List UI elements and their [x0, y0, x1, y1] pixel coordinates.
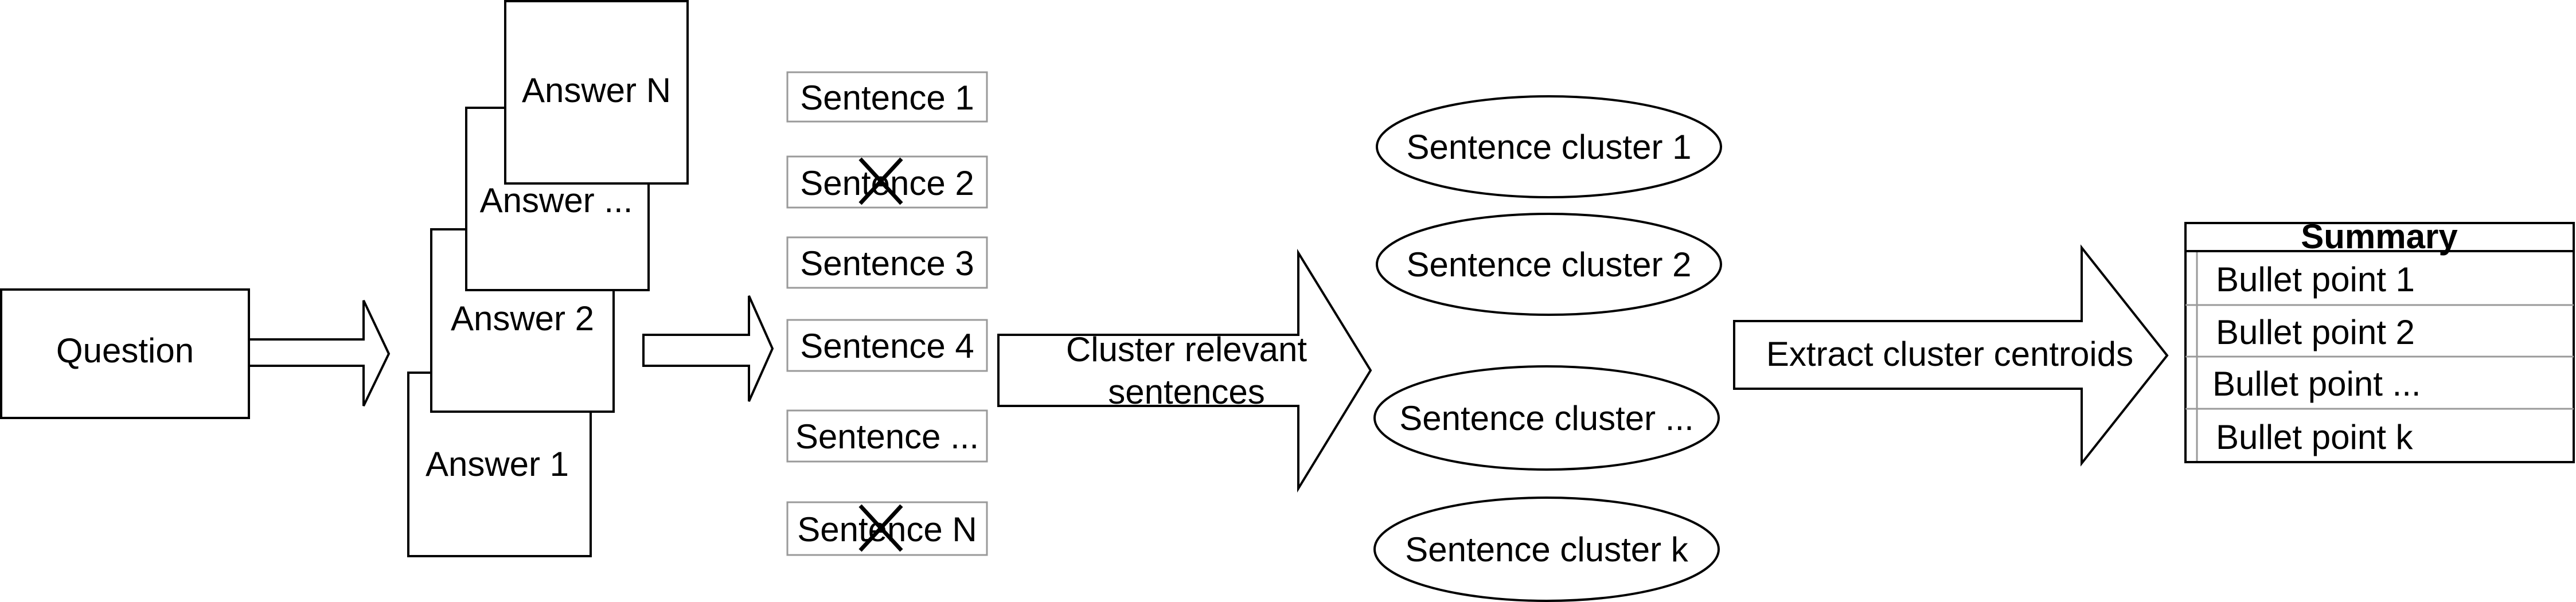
- flow-arrow-question-to-answers: [248, 300, 391, 406]
- sentence-label: Sentence N: [797, 510, 977, 549]
- answer-stack: Answer 1 Answer 2 Answer ... Answer N: [407, 0, 689, 557]
- cluster-arrow: Cluster relevant sentences: [997, 248, 1372, 493]
- answer-1-label: Answer 1: [426, 445, 569, 483]
- flow-arrow-answers-to-sentences: [642, 295, 774, 402]
- cluster-item: Sentence cluster ...: [1373, 365, 1720, 471]
- question-label: Question: [56, 331, 194, 370]
- cluster-label: Sentence cluster k: [1405, 530, 1689, 569]
- sentence-item: Sentence 1: [786, 71, 988, 123]
- sentence-item: Sentence 2: [786, 155, 988, 209]
- summary-item: Bullet point ...: [2212, 365, 2421, 403]
- summary-item: Bullet point k: [2216, 418, 2414, 456]
- summary-item-label: Bullet point k: [2216, 418, 2414, 456]
- crossed-out-mark-icon: [858, 157, 903, 205]
- cluster-label: Sentence cluster ...: [1399, 399, 1694, 437]
- extract-arrow: Extract cluster centroids: [1733, 244, 2169, 467]
- cluster-label: Sentence cluster 1: [1407, 128, 1692, 166]
- summary-item-label: Bullet point 1: [2216, 260, 2415, 299]
- sentence-item: Sentence 3: [786, 236, 988, 289]
- extract-arrow-label: Extract cluster centroids: [1766, 335, 2133, 373]
- cluster-item: Sentence cluster 2: [1376, 213, 1722, 316]
- answer-ellipsis-label: Answer ...: [480, 181, 633, 220]
- answer-n-label: Answer N: [522, 71, 671, 110]
- cluster-item: Sentence cluster 1: [1376, 95, 1722, 198]
- cluster-item: Sentence cluster k: [1373, 497, 1720, 602]
- sentence-label: Sentence 1: [800, 79, 974, 117]
- sentence-item: Sentence 4: [786, 319, 988, 372]
- cluster-arrow-label-line1: Cluster relevant: [1066, 330, 1307, 369]
- cluster-arrow-label-line2: sentences: [1108, 373, 1265, 411]
- summary-item: Bullet point 2: [2216, 313, 2415, 351]
- cluster-label: Sentence cluster 2: [1407, 245, 1692, 284]
- sentence-label: Sentence 2: [800, 164, 974, 202]
- summary-list: Summary Bullet point 1 Bullet point 2 Bu…: [2184, 217, 2575, 463]
- sentence-item: Sentence ...: [786, 409, 988, 463]
- summary-item-label: Bullet point ...: [2212, 365, 2421, 403]
- sentence-label: Sentence 4: [800, 327, 974, 365]
- summary-title: Summary: [2301, 217, 2458, 256]
- sentence-item: Sentence N: [786, 501, 988, 556]
- summary-item: Bullet point 1: [2216, 260, 2415, 299]
- sentence-label: Sentence ...: [795, 417, 979, 456]
- sentence-list: Sentence 1 Sentence 2 Sentence 3 Sentenc…: [786, 71, 988, 556]
- crossed-out-mark-icon: [858, 504, 903, 552]
- question-node: Question: [0, 288, 250, 419]
- answer-card-n: [504, 0, 689, 185]
- summary-item-label: Bullet point 2: [2216, 313, 2415, 351]
- cluster-list: Sentence cluster 1 Sentence cluster 2 Se…: [1373, 95, 1722, 602]
- sentence-label: Sentence 3: [800, 244, 974, 283]
- answer-2-label: Answer 2: [451, 299, 594, 338]
